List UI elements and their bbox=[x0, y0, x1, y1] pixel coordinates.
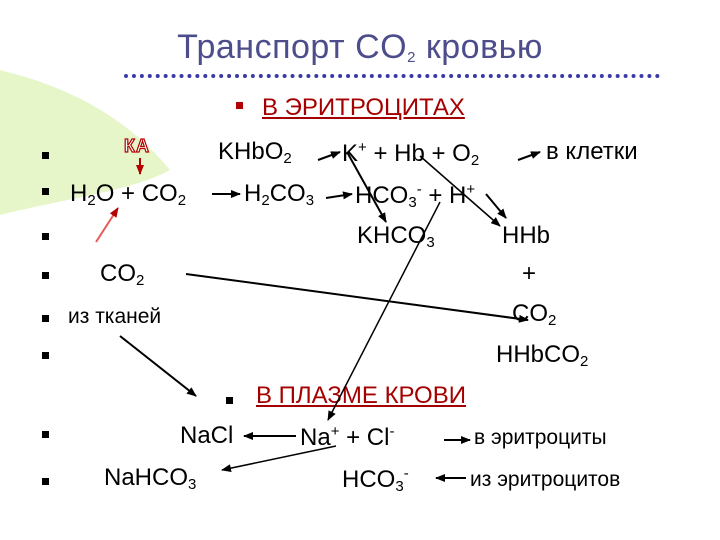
khbo2-formula: KHbO2 bbox=[218, 138, 292, 167]
arrow-co2-up bbox=[95, 207, 119, 243]
bullet bbox=[42, 315, 49, 322]
plus-sign: + bbox=[522, 260, 537, 287]
arrow-hb-to-hhb bbox=[419, 155, 501, 227]
nahco3-formula: NaHCO3 bbox=[104, 464, 197, 493]
arrow-to-hco3 bbox=[325, 191, 353, 200]
bullet bbox=[42, 478, 49, 485]
k-hb-o2-products: K+ + Hb + O2 bbox=[342, 139, 480, 169]
bullet bbox=[42, 272, 49, 279]
bullet bbox=[42, 188, 49, 195]
section-plasma-heading: В ПЛАЗМЕ КРОВИ bbox=[256, 382, 466, 409]
co2-right-formula: CO2 bbox=[512, 300, 557, 329]
bullet bbox=[42, 152, 49, 159]
title-underline bbox=[124, 74, 660, 82]
page-title: Транспорт CO2 кровью bbox=[177, 28, 543, 66]
nacl-formula: NaCl bbox=[180, 422, 234, 449]
bullet bbox=[42, 431, 49, 438]
bullet bbox=[42, 352, 49, 359]
arrow-hco3-to-nahco3 bbox=[221, 445, 337, 473]
from-erythrocytes-label: из эритроцитов bbox=[470, 468, 621, 491]
khco3-formula: KHCO3 bbox=[357, 222, 435, 251]
section-rbc-heading: В ЭРИТРОЦИТАХ bbox=[262, 94, 465, 121]
arrow-hco3-to-na bbox=[327, 201, 441, 421]
arrow-co2-to-right bbox=[185, 273, 529, 323]
arrow-o2-to-cells bbox=[517, 151, 541, 161]
hco3-plasma-formula: HCO3- bbox=[342, 465, 409, 495]
bullet bbox=[42, 233, 49, 240]
arrow-h-to-hhb bbox=[485, 193, 507, 219]
arrow-khbo2-to-k bbox=[317, 151, 341, 161]
into-erythrocytes-label: в эритроциты bbox=[474, 426, 607, 449]
arrow-k-to-khco3 bbox=[346, 151, 387, 223]
h2o-co2-reactants: H2O + CO2 bbox=[70, 180, 187, 209]
na-cl-ions: Na+ + Cl- bbox=[300, 423, 395, 451]
carbonic-anhydrase-label: КА bbox=[123, 135, 150, 156]
to-cells-label: в клетки bbox=[546, 138, 638, 165]
co2-from-tissues: CO2 bbox=[100, 260, 145, 289]
hhb-formula: HHb bbox=[502, 222, 551, 249]
bullet-plasma bbox=[226, 397, 233, 404]
arrow-to-plasma bbox=[119, 335, 197, 397]
hco3-h-products: HCO3- + H+ bbox=[355, 181, 476, 211]
h2co3-formula: H2CO3 bbox=[244, 180, 315, 209]
from-tissues-label: из тканей bbox=[68, 305, 162, 328]
bullet-rbc bbox=[236, 102, 243, 109]
hhbco2-formula: HHbCO2 bbox=[496, 341, 589, 370]
